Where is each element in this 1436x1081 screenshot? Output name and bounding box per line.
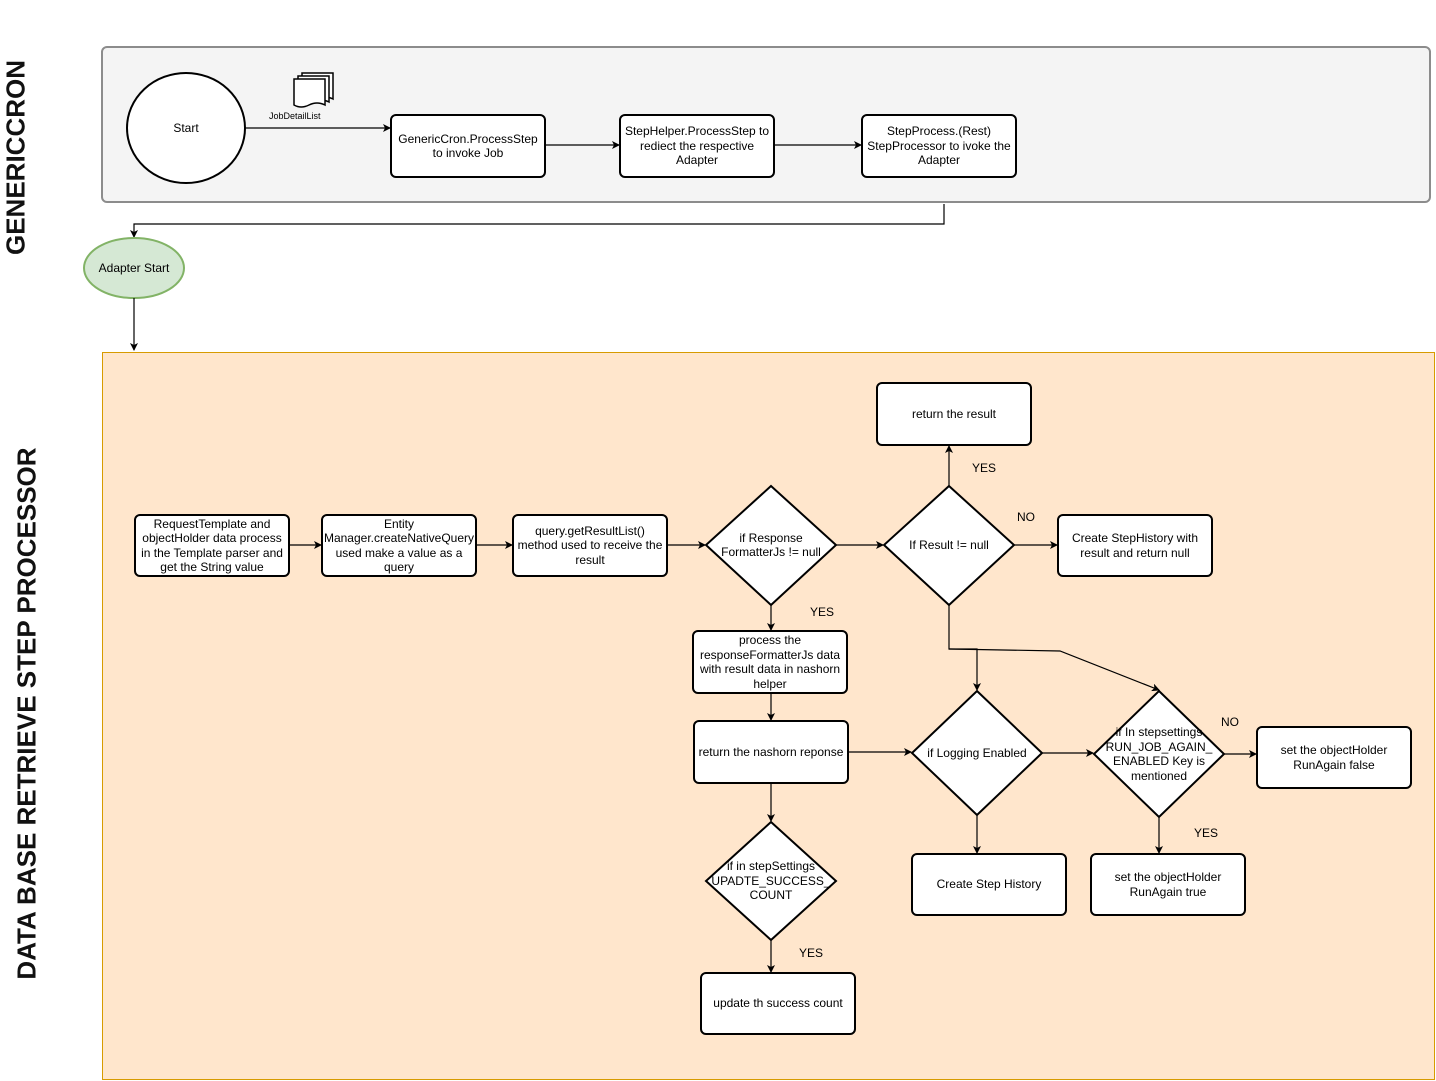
create-stephistory-null-node[interactable]: Create StepHistory with result and retur… xyxy=(1071,531,1199,560)
genericcron-process-shape xyxy=(390,114,546,178)
if-logging-node[interactable]: if Logging Enabled xyxy=(927,745,1027,760)
entity-manager-node[interactable]: Entity Manager.createNativeQuery used ma… xyxy=(323,516,475,575)
adapter-start-node[interactable]: Adapter Start xyxy=(98,260,170,275)
if-update-count-node[interactable]: if in stepSettings UPADTE_SUCCESS_ COUNT xyxy=(711,859,831,903)
document-icon xyxy=(293,72,334,108)
genericcron-process-node[interactable]: GenericCron.ProcessStep to invoke Job xyxy=(398,131,538,161)
return-nashorn-node[interactable]: return the nashorn reponse xyxy=(698,744,844,759)
process-formatter-shape xyxy=(692,630,848,694)
job-detail-list-label: JobDetailList xyxy=(269,111,321,121)
return-result-node[interactable]: return the result xyxy=(911,406,997,421)
create-step-history-node[interactable]: Create Step History xyxy=(936,877,1042,892)
edge-label-yes-update: YES xyxy=(799,946,824,960)
set-runagain-true-node[interactable]: set the objectHolder RunAgain true xyxy=(1114,870,1222,899)
create-step-history-shape xyxy=(911,853,1067,916)
edge-label-yes-formatter: YES xyxy=(810,605,835,619)
create-stephistory-null-shape xyxy=(1057,514,1213,577)
if-response-formatter-node[interactable]: if Response FormatterJs != null xyxy=(721,530,821,560)
edge-label-yes-run-again: YES xyxy=(1194,826,1219,840)
stephelper-process-shape xyxy=(619,114,775,178)
return-result-shape xyxy=(876,382,1032,446)
start-node[interactable]: Start xyxy=(173,120,199,135)
update-count-shape xyxy=(700,972,856,1035)
stepprocess-rest-node[interactable]: StepProcess.(Rest) StepProcessor to ivok… xyxy=(867,124,1011,168)
if-run-again-node[interactable]: if In stepsettings RUN_JOB_AGAIN_ ENABLE… xyxy=(1105,725,1213,783)
edge-label-yes-result: YES xyxy=(972,461,997,475)
stephelper-process-node[interactable]: StepHelper.ProcessStep to rediect the re… xyxy=(624,124,770,168)
request-template-node[interactable]: RequestTemplate and objectHolder data pr… xyxy=(141,516,283,575)
edge-label-no-result: NO xyxy=(1017,510,1035,524)
get-result-list-node[interactable]: query.getResultList() method used to rec… xyxy=(517,523,663,567)
process-formatter-node[interactable]: process the responseFormatterJs data wit… xyxy=(699,633,841,691)
stepprocess-rest-shape xyxy=(861,114,1017,178)
edge-label-no-run-again: NO xyxy=(1221,715,1239,729)
set-runagain-false-node[interactable]: set the objectHolder RunAgain false xyxy=(1280,743,1388,772)
if-result-node[interactable]: If Result != null xyxy=(909,537,989,552)
set-runagain-false-shape xyxy=(1256,726,1412,789)
update-count-node[interactable]: update th success count xyxy=(713,996,843,1011)
set-runagain-true-shape xyxy=(1090,853,1246,916)
